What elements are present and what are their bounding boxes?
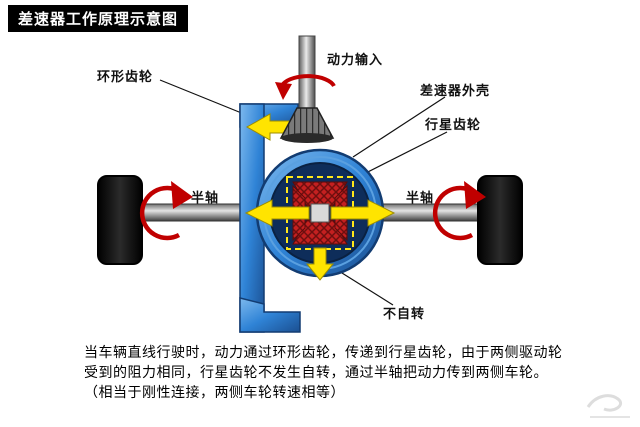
explanation-text: 当车辆直线行驶时，动力通过环形齿轮，传递到行星齿轮，由于两侧驱动轮受到的阻力相同…	[84, 344, 563, 400]
leader-housing	[352, 96, 446, 158]
power-arrow-down	[305, 247, 335, 281]
spider-cross-block	[310, 203, 330, 223]
power-flow-arrows	[244, 113, 396, 281]
page-title: 差速器工作原理示意图	[8, 5, 189, 32]
rotation-arrow-right-wheel	[432, 181, 486, 241]
watermark-logo	[586, 394, 630, 418]
leader-ring-gear	[159, 79, 245, 115]
half-shaft-right-label: 半轴	[406, 190, 435, 205]
bevel-pinion-gear	[279, 107, 335, 143]
no-self-rotation-label: 不自转	[383, 306, 426, 321]
differential-housing-label: 差速器外壳	[420, 83, 491, 98]
ring-gear-label: 环形齿轮	[97, 69, 154, 84]
power-input-label: 动力输入	[327, 52, 384, 67]
rotation-arrow-input	[275, 74, 336, 100]
half-shaft-left-label: 半轴	[191, 190, 220, 205]
wheel-left	[97, 175, 143, 265]
input-shaft	[298, 35, 316, 113]
power-arrow-left	[244, 199, 310, 227]
rotation-arrow-left-wheel	[139, 181, 193, 241]
wheel-right	[477, 175, 523, 265]
planet-gear-label: 行星齿轮	[425, 117, 482, 132]
power-arrow-right	[330, 199, 396, 227]
leader-no-rotation	[333, 267, 394, 306]
leader-lines	[159, 79, 448, 306]
